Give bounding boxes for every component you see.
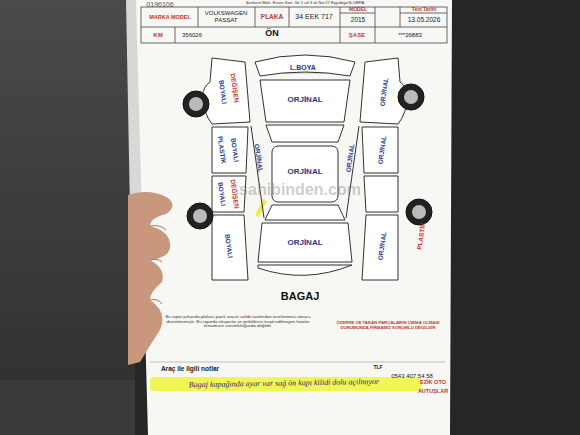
report-number: 0196106 <box>146 1 173 9</box>
watermark: sahibinden.com <box>239 181 361 199</box>
field-value: VOLKSWAGEN PASSAT <box>200 10 252 23</box>
field-value: 34 EEK 717 <box>295 13 332 21</box>
section-label: BAGAJ <box>281 290 320 302</box>
direction-label: ÖN <box>265 29 279 39</box>
company-name: EZİK OTO <box>420 379 446 385</box>
address-line: Şenkent Mah. Evren San. Sit 1 cd 3.sk No… <box>246 1 364 6</box>
field-label: MODEL <box>349 7 367 13</box>
warning-text: ÖZERRE VE TAKAN PARÇALARIN ÇIKMA OLMASI … <box>336 321 441 330</box>
company-name: AUTUŞLAR <box>418 388 448 394</box>
part-status: ORJİNAL <box>287 239 322 248</box>
part-status: L.BOYA <box>290 64 316 72</box>
field-label: MARKA MODEL <box>149 14 191 20</box>
field-value: ***26883 <box>398 32 422 39</box>
field-label: Test Tarihi <box>412 7 437 13</box>
notes-heading: Araç ile ilgili notlar <box>161 365 219 372</box>
field-label: PLAKA <box>261 13 283 20</box>
field-label: KM <box>153 32 162 39</box>
field-value: 356026 <box>182 32 202 39</box>
field-value: 2015 <box>351 16 365 23</box>
field-label: ŞASE <box>349 32 365 39</box>
part-status: ORJİNAL <box>287 168 322 177</box>
disclaimer-text: Bu rapor yukarıda plakası yazılı aracın … <box>163 315 313 329</box>
phone-label: TLF <box>373 365 382 371</box>
phone-number: 0543 407 54 58 <box>391 373 433 380</box>
field-value: 13.05.2026 <box>408 16 441 23</box>
part-status: ORJİNAL <box>287 96 322 105</box>
